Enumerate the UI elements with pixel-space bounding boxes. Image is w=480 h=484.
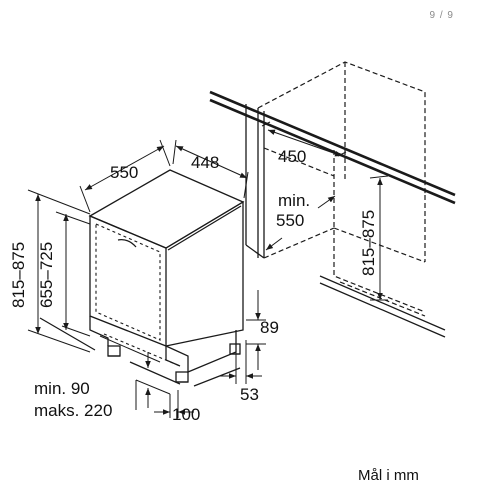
height-inner-dimension [55, 211, 91, 337]
dishwasher-side [165, 200, 244, 347]
floor-right [319, 275, 446, 338]
label-plinth-min: min. 90 [34, 379, 90, 398]
feet [107, 343, 241, 383]
label-depth-top: 448 [191, 153, 219, 172]
label-plinth-max: maks. 220 [34, 401, 112, 420]
depth-top-dimension [172, 139, 249, 199]
label-height-outer: 815–875 [9, 242, 28, 308]
countertop [209, 90, 456, 205]
label-height-inner: 655–725 [37, 242, 56, 308]
label-foot-inset: 53 [240, 385, 259, 404]
label-base-height: 89 [260, 318, 279, 337]
label-width-front: 550 [110, 163, 138, 182]
width-front-dimension [79, 139, 171, 213]
dishwasher-front-door [89, 215, 167, 347]
plinth-depth-dimension [154, 390, 194, 418]
plinth-height-dimension [99, 335, 171, 410]
label-niche-min-line2: 550 [276, 211, 304, 230]
niche-outline [257, 61, 426, 317]
base-height-dimension [246, 290, 266, 370]
niche-height-dimension [369, 175, 389, 301]
label-niche-min-line1: min. [278, 191, 310, 210]
label-plinth-depth: 100 [172, 405, 200, 424]
floor-left [39, 317, 241, 387]
label-niche-height: 815–875 [359, 210, 378, 276]
niche-min-width-dimension [265, 195, 336, 251]
cabinet-side-panel [245, 104, 265, 259]
label-niche-depth: 450 [278, 147, 306, 166]
units-footer: Mål i mm [358, 467, 419, 484]
niche-depth-dimension [261, 121, 347, 157]
page-counter: 9 / 9 [429, 10, 454, 21]
foot-inset-dimension [220, 334, 262, 384]
height-outer-dimension [27, 189, 91, 353]
